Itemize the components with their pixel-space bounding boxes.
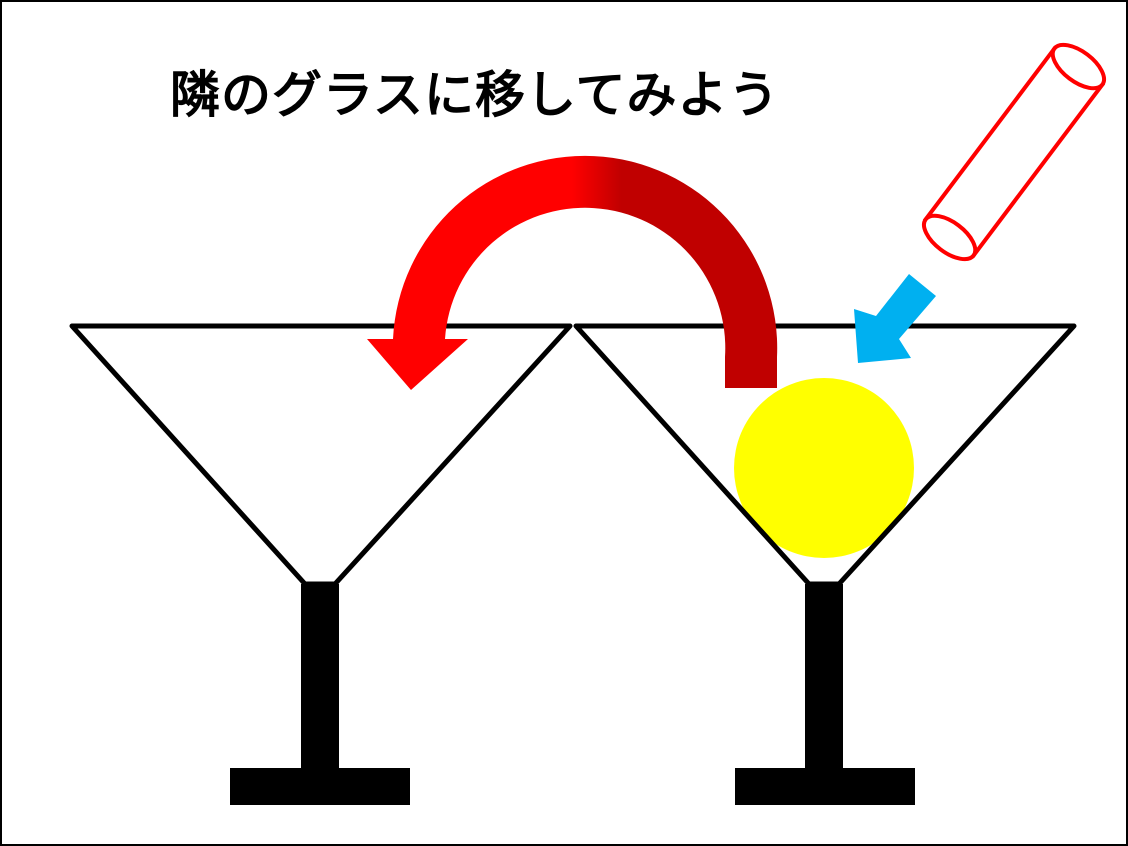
- straw-bottom-end: [922, 213, 978, 262]
- arrow-down-left-icon: [854, 274, 936, 363]
- ball-icon: [734, 378, 914, 558]
- page-title: 隣のグラスに移してみよう: [170, 66, 780, 124]
- curved-arrow-icon: [367, 155, 778, 390]
- straw-tube-icon: [922, 42, 1106, 262]
- left-glass-stem: [301, 584, 339, 772]
- cocktail-glass-icon: [69, 323, 573, 805]
- left-glass-base: [230, 768, 410, 805]
- right-glass-stem: [805, 584, 843, 772]
- right-glass-base: [735, 768, 915, 805]
- left-glass-bowl: [69, 323, 573, 587]
- straw-top-end: [1050, 42, 1106, 91]
- cocktail-glass-icon: [573, 323, 1077, 805]
